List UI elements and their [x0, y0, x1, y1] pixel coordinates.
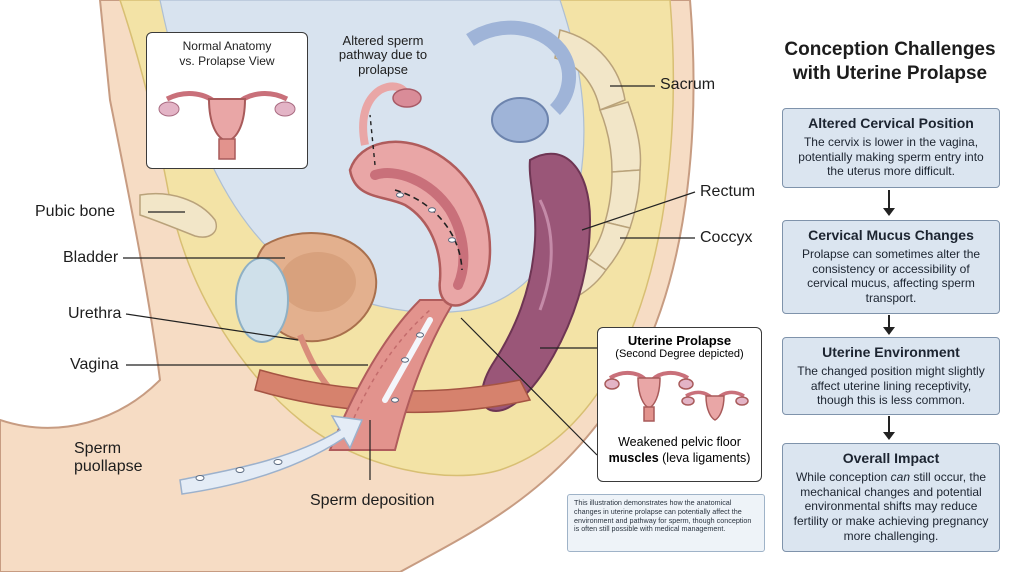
sperm-cells: [195, 192, 456, 481]
label-sperm-line2: puollapse: [74, 457, 143, 475]
sperm-pathway: [369, 114, 376, 166]
box-heading: Overall Impact: [842, 450, 940, 466]
altered-pathway-line1: Altered sperm: [342, 33, 424, 48]
box-altered-cervical-position: Altered Cervical Position The cervix is …: [782, 108, 1000, 188]
box-text-emphasis: can: [890, 470, 911, 484]
uterus: [348, 140, 492, 307]
normal-uterus-graphic: [158, 91, 296, 160]
box-text: The cervix is lower in the vagina, poten…: [798, 135, 984, 179]
ovary: [392, 88, 422, 108]
label-sperm-line1: Sperm: [74, 440, 122, 457]
illustration-note: This illustration demonstrates how the a…: [567, 494, 765, 552]
rectum-fold: [538, 199, 553, 311]
prolapse-caption-line1: Weakened pelvic floor: [618, 435, 741, 449]
box-heading: Uterine Environment: [822, 344, 960, 360]
label-bladder: Bladder: [63, 249, 119, 266]
box-text-part: While conception: [795, 470, 891, 484]
altered-pathway-label: Altered sperm pathway due to prolapse: [318, 33, 448, 77]
label-coccyx: Coccyx: [700, 229, 753, 246]
label-rectum: Rectum: [700, 183, 756, 200]
panel-title: Conception Challenges with Uterine Prola…: [776, 38, 1004, 86]
box-text: While conception can still occur, the me…: [791, 470, 991, 543]
label-urethra: Urethra: [68, 305, 122, 322]
bowel-loop: [491, 97, 549, 143]
box-heading: Cervical Mucus Changes: [808, 227, 974, 243]
label-sperm-deposition: Sperm deposition: [310, 492, 435, 509]
box-heading: Altered Cervical Position: [808, 115, 974, 131]
prolapse-caption-line2: muscles (leva ligaments): [598, 450, 761, 466]
panel-title-line2: with Uterine Prolapse: [792, 62, 988, 84]
inset-normal-anatomy: Normal Anatomy vs. Prolapse View: [146, 32, 308, 169]
flow-arrow: [883, 315, 895, 335]
pubic-bone: [139, 193, 217, 238]
vaginal-rugae: [344, 309, 431, 441]
box-overall-impact: Overall Impact While conception can stil…: [782, 443, 1000, 552]
bowel-loop: [466, 20, 577, 115]
inset-normal-title-line1: Normal Anatomy: [182, 39, 272, 53]
prolapse-caption-bold: muscles: [608, 451, 659, 466]
vagina: [328, 299, 457, 451]
label-sperm: Sperm puollapse: [74, 440, 143, 475]
uterine-cavity: [370, 168, 469, 290]
box-text-part: still occur, the mechanical changes and …: [793, 470, 989, 543]
flow-arrow: [883, 416, 895, 440]
prolapse-inset-subtitle: (Second Degree depicted): [615, 348, 744, 360]
box-uterine-environment: Uterine Environment The changed position…: [782, 337, 1000, 415]
flow-arrow: [883, 190, 895, 216]
panel-title-line1: Conception Challenges: [784, 39, 996, 60]
label-sacrum: Sacrum: [660, 76, 716, 93]
inset-uterine-prolapse: Uterine Prolapse (Second Degree depicted…: [597, 327, 762, 482]
box-text: Prolapse can sometimes alter the consist…: [801, 247, 981, 305]
label-vagina: Vagina: [70, 356, 119, 373]
prolapse-caption-rest: (leva ligaments): [662, 451, 751, 466]
sperm-pathway: [394, 189, 463, 271]
bladder-lumen: [280, 252, 356, 312]
altered-pathway-line2: pathway due to prolapse: [338, 47, 428, 77]
prolapse-uterus-graphic: [604, 371, 749, 422]
leader-lines: [123, 85, 696, 480]
box-text: The changed position might slightly affe…: [797, 364, 985, 408]
inset-normal-title-line2: vs. Prolapse View: [179, 54, 275, 68]
pouch: [235, 257, 289, 343]
label-pubic-bone: Pubic bone: [35, 203, 116, 220]
prolapse-inset-title: Uterine Prolapse: [627, 333, 732, 348]
rectum: [481, 152, 592, 412]
box-cervical-mucus-changes: Cervical Mucus Changes Prolapse can some…: [782, 220, 1000, 314]
